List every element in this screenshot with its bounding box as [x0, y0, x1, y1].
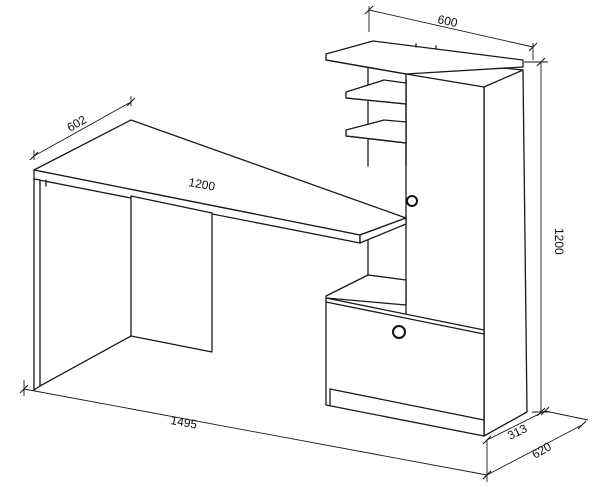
- label-cabinet-depth: 313: [505, 421, 529, 443]
- desk-leg-right: [130, 195, 213, 353]
- lower-cabinet: [325, 229, 485, 437]
- dimension-desk-depth: [29, 96, 136, 161]
- dimension-shelf-width: [364, 5, 538, 60]
- label-total-depth: 620: [530, 439, 555, 461]
- shelf-unit: [325, 40, 524, 167]
- dimension-height: [524, 57, 550, 417]
- dimension-total-depth: [482, 410, 589, 480]
- cabinet-door-knob: [406, 195, 418, 207]
- label-desk-depth: 602: [65, 112, 90, 134]
- label-total-width: 1495: [169, 413, 198, 431]
- label-shelf-width: 600: [436, 12, 459, 30]
- desk-top: [33, 119, 407, 244]
- label-desk-width: 1200: [187, 175, 216, 193]
- drawer-knob: [392, 325, 406, 339]
- label-height: 1200: [552, 228, 566, 255]
- desk-leg-left: [33, 178, 132, 391]
